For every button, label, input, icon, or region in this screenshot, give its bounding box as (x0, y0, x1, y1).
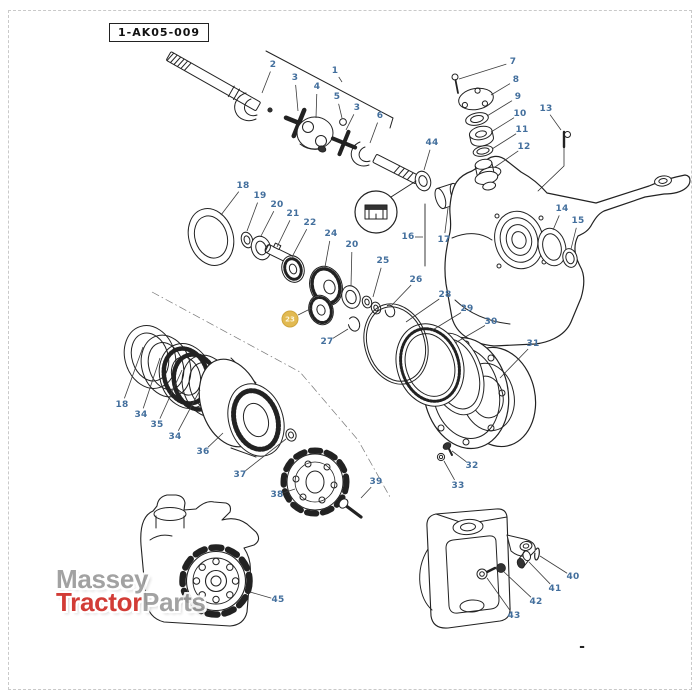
watermark-tractor: Tractor (56, 587, 143, 617)
watermark-tractorparts: TractorParts (56, 589, 206, 615)
part-label-28[interactable]: 28 (438, 290, 452, 300)
part-label-9[interactable]: 9 (514, 92, 522, 102)
highlighted-part-label-23[interactable]: 23 (281, 310, 299, 328)
part-label-37[interactable]: 37 (233, 470, 247, 480)
part-label-22[interactable]: 22 (303, 218, 317, 228)
seal-ring-drawing (562, 248, 578, 268)
part-label-15[interactable]: 15 (571, 216, 585, 226)
part-label-35[interactable]: 35 (150, 420, 164, 430)
part-label-32[interactable]: 32 (465, 461, 479, 471)
cam-plate-drawing (280, 447, 350, 517)
part-label-39[interactable]: 39 (369, 477, 383, 487)
part-label-30[interactable]: 30 (484, 317, 498, 327)
yoke-drawing (234, 92, 273, 122)
part-label-20[interactable]: 20 (345, 240, 359, 250)
gear-train-drawing (187, 208, 396, 332)
centerline (151, 291, 391, 498)
part-label-38[interactable]: 38 (270, 490, 284, 500)
part-label-44[interactable]: 44 (425, 138, 439, 148)
part-label-1[interactable]: 1 (331, 66, 339, 76)
part-label-41[interactable]: 41 (548, 584, 562, 594)
axle-housing-drawing (140, 494, 260, 627)
watermark-parts: Parts (142, 587, 206, 617)
support-housing-drawing (419, 508, 540, 629)
hub-stud-and-nut (436, 442, 453, 462)
watermark-massey: Massey (56, 564, 149, 594)
part-label-3[interactable]: 3 (353, 103, 361, 113)
part-label-18[interactable]: 18 (236, 181, 250, 191)
detail-balloon (354, 180, 417, 234)
part-label-10[interactable]: 10 (513, 109, 527, 119)
watermark-logo: Massey TractorParts (56, 566, 206, 615)
part-label-3[interactable]: 3 (291, 73, 299, 83)
part-label-20[interactable]: 20 (270, 200, 284, 210)
part-label-27[interactable]: 27 (320, 337, 334, 347)
diagram-ref-box: 1-AK05-009 (109, 23, 210, 42)
part-label-13[interactable]: 13 (539, 104, 553, 114)
part-label-7[interactable]: 7 (509, 57, 517, 67)
diagram-ref-number: 1-AK05-009 (118, 26, 201, 39)
clutch-pack-drawing (123, 325, 297, 458)
part-label-21[interactable]: 21 (286, 209, 300, 219)
part-label-43[interactable]: 43 (507, 611, 521, 621)
group-bracket-line (265, 50, 394, 129)
part-label-2[interactable]: 2 (269, 60, 277, 70)
part-label-36[interactable]: 36 (196, 447, 210, 457)
part-label-24[interactable]: 24 (324, 229, 338, 239)
bolt-drawing (338, 498, 363, 519)
part-label-5[interactable]: 5 (333, 92, 341, 102)
part-label-25[interactable]: 25 (376, 256, 390, 266)
footnote-dash: - (579, 639, 585, 655)
part-label-4[interactable]: 4 (313, 82, 321, 92)
part-label-11[interactable]: 11 (515, 125, 529, 135)
part-label-34[interactable]: 34 (134, 410, 148, 420)
bearing-cap-drawing (317, 145, 327, 153)
part-label-6[interactable]: 6 (376, 111, 384, 121)
part-label-34[interactable]: 34 (168, 432, 182, 442)
axle-shaft-drawing (166, 51, 261, 111)
part-label-14[interactable]: 14 (555, 204, 569, 214)
part-label-16[interactable]: 16 (401, 232, 415, 242)
part-label-29[interactable]: 29 (460, 304, 474, 314)
part-label-19[interactable]: 19 (253, 191, 267, 201)
ring-gear-carrier-rings (363, 303, 485, 416)
hub-seal-drawing (537, 227, 567, 267)
part-label-12[interactable]: 12 (517, 142, 531, 152)
part-label-8[interactable]: 8 (512, 75, 520, 85)
part-label-31[interactable]: 31 (526, 339, 540, 349)
part-label-45[interactable]: 45 (271, 595, 285, 605)
thrust-washer-drawing (414, 170, 432, 192)
part-label-40[interactable]: 40 (566, 572, 580, 582)
part-label-18[interactable]: 18 (115, 400, 129, 410)
ujoint-cross2-drawing (330, 129, 358, 157)
part-label-26[interactable]: 26 (409, 275, 423, 285)
part-label-17[interactable]: 17 (437, 235, 451, 245)
part-label-42[interactable]: 42 (529, 597, 543, 607)
part-label-33[interactable]: 33 (451, 481, 465, 491)
